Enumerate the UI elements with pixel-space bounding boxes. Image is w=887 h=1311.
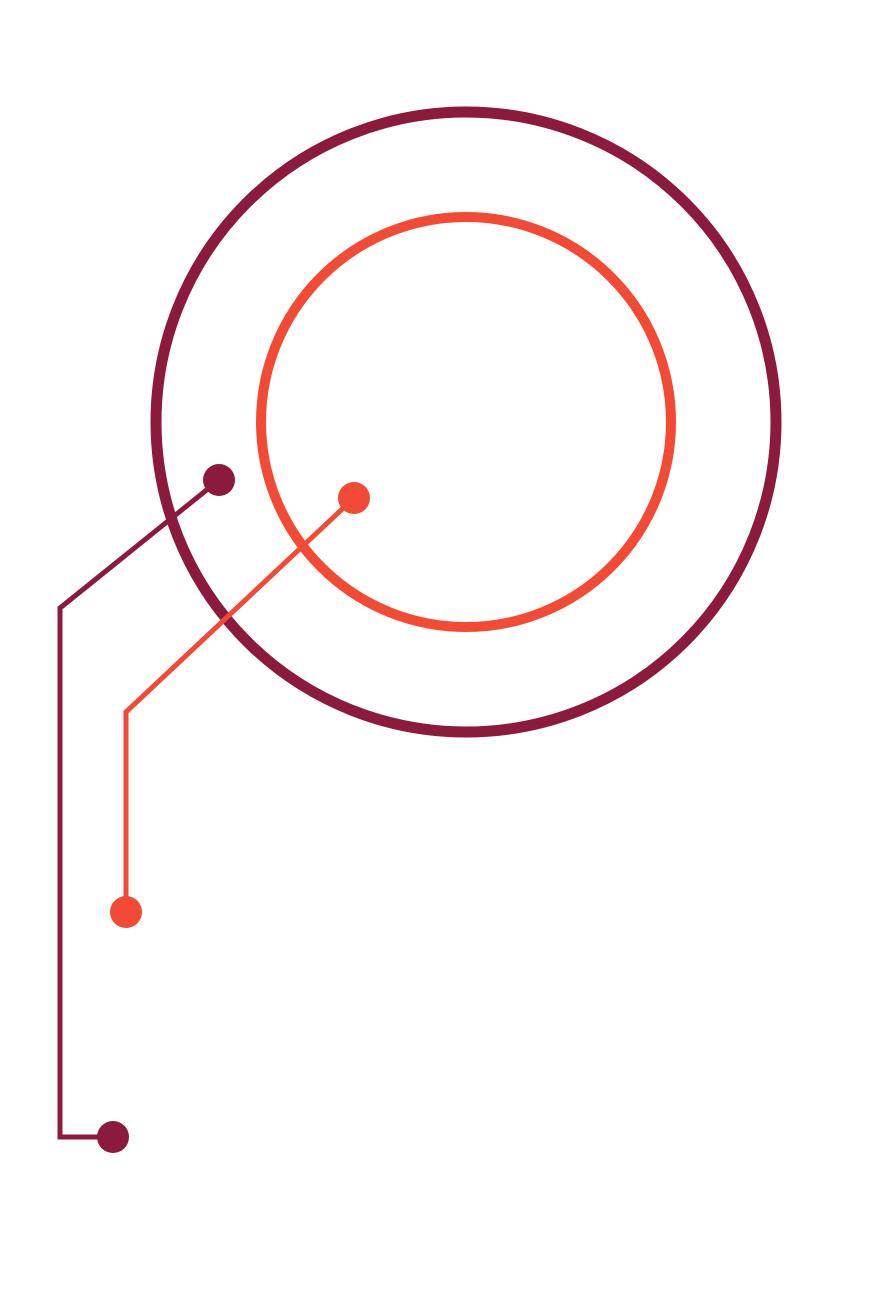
primary-start-dot [203,464,235,496]
accent-end-dot [110,896,142,928]
accent-start-dot [338,482,370,514]
outer-ring [150,106,782,738]
accent-connector-line [123,496,356,912]
inner-ring [256,212,676,632]
primary-connector-line [57,478,221,1140]
primary-end-dot [97,1121,129,1153]
